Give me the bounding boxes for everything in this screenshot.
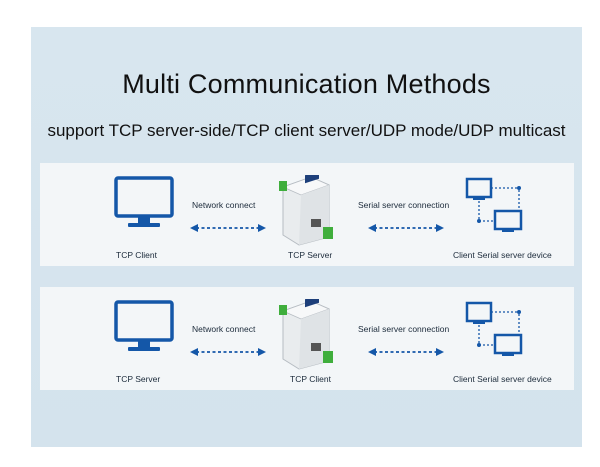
- left-device-label: TCP Server: [116, 374, 161, 384]
- page-title: Multi Communication Methods: [122, 69, 491, 99]
- diagram-row-2: TCP Server Network connect TCP Client Se…: [40, 287, 574, 390]
- center-device-label: TCP Server: [288, 250, 333, 260]
- double-arrow-icon: [190, 348, 266, 356]
- monitor-icon: [114, 300, 174, 351]
- serial-server-device-icon: [279, 299, 333, 370]
- left-device-label: TCP Client: [116, 250, 157, 260]
- serial-server-device-icon: [279, 175, 333, 246]
- right-device-label: Client Serial server device: [453, 374, 552, 384]
- networked-monitors-icon: [465, 301, 523, 356]
- center-device-label: TCP Client: [290, 374, 331, 384]
- double-arrow-icon: [368, 224, 444, 232]
- monitor-icon: [114, 176, 174, 227]
- right-device-label: Client Serial server device: [453, 250, 552, 260]
- link2-label: Serial server connection: [358, 324, 450, 334]
- link1-label: Network connect: [192, 324, 256, 334]
- double-arrow-icon: [190, 224, 266, 232]
- networked-monitors-icon: [465, 177, 523, 232]
- diagram-row-1: TCP Client Network connect TCP Server Se…: [40, 163, 574, 266]
- link2-label: Serial server connection: [358, 200, 450, 210]
- link1-label: Network connect: [192, 200, 256, 210]
- page-subtitle: support TCP server-side/TCP client serve…: [47, 121, 566, 140]
- main-panel: Multi Communication Methods support TCP …: [31, 27, 582, 447]
- double-arrow-icon: [368, 348, 444, 356]
